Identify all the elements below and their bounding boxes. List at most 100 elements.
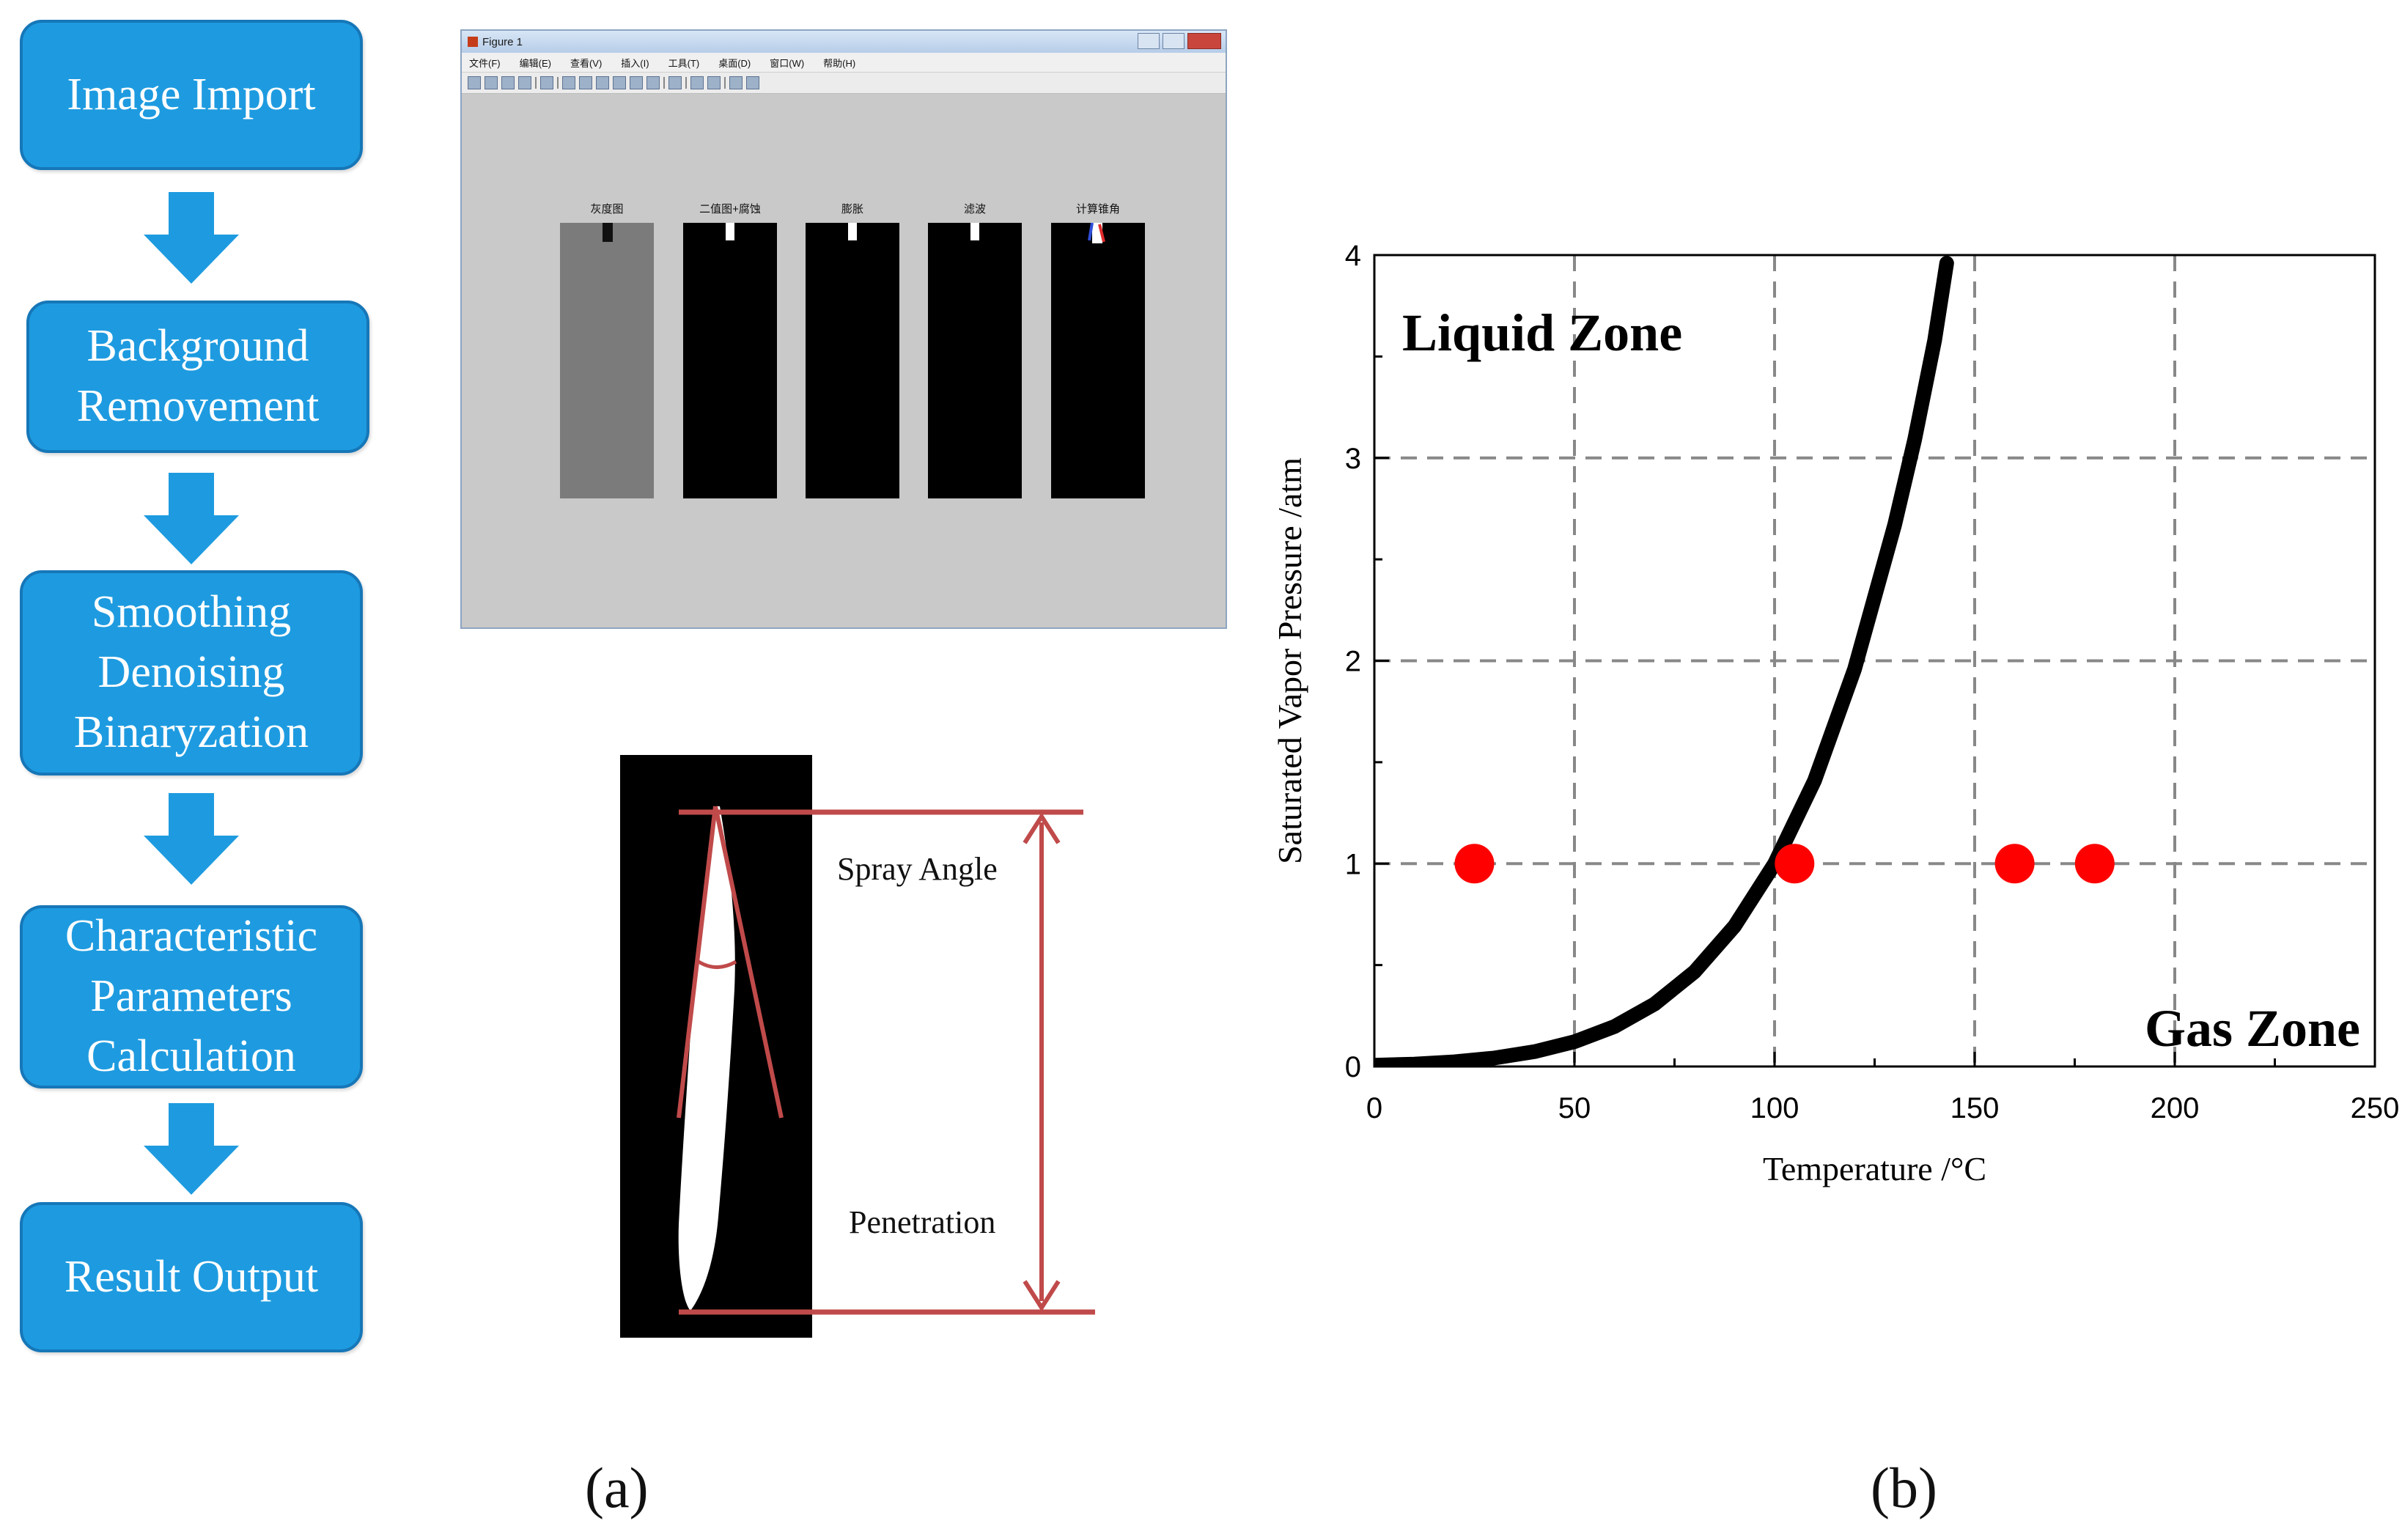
arrow-up-icon bbox=[1023, 812, 1061, 844]
subplot-title-angle: 计算锥角 bbox=[1075, 203, 1120, 215]
data-point bbox=[1775, 844, 1815, 884]
y-tick-label: 1 bbox=[1345, 848, 1361, 880]
arrow-down-icon bbox=[144, 1103, 239, 1195]
saturation-curve bbox=[1374, 256, 1954, 1066]
cone-right-line bbox=[713, 806, 784, 1119]
spray-angle-label: Spray Angle bbox=[837, 851, 998, 887]
minimize-button[interactable] bbox=[1138, 33, 1160, 49]
flow-step-label: Characteristic Parameters Calculation bbox=[65, 911, 318, 1081]
toolbar-separator bbox=[724, 77, 726, 89]
binary-image-panel bbox=[683, 223, 777, 498]
filter-image-panel bbox=[928, 223, 1022, 498]
x-tick-label: 250 bbox=[2351, 1092, 2400, 1124]
brush-icon[interactable] bbox=[646, 76, 660, 89]
window-title-bar: Figure 1 bbox=[462, 31, 1226, 53]
show-plot-tools-icon[interactable] bbox=[746, 76, 759, 89]
data-point bbox=[2074, 844, 2115, 884]
y-tick-label: 3 bbox=[1345, 443, 1361, 475]
y-tick-label: 0 bbox=[1345, 1051, 1361, 1083]
new-file-icon[interactable] bbox=[468, 76, 481, 89]
toolbar-separator bbox=[663, 77, 665, 89]
spray-measurement-diagram: Spray Angle Penetration bbox=[620, 755, 1104, 1341]
annotation-gas-zone: Gas Zone bbox=[2145, 999, 2360, 1058]
menu-bar: 文件(F) 编辑(E) 查看(V) 插入(I) 工具(T) 桌面(D) 窗口(W… bbox=[462, 53, 1226, 73]
menu-desktop[interactable]: 桌面(D) bbox=[718, 57, 751, 69]
y-tick-label: 2 bbox=[1345, 646, 1361, 678]
spray-image bbox=[603, 223, 613, 242]
annotation-liquid-zone: Liquid Zone bbox=[1402, 303, 1682, 362]
flow-step-image-import: Image Import bbox=[20, 20, 363, 170]
subplot-title-dilate: 膨胀 bbox=[841, 203, 863, 215]
subplot-title-filter: 滤波 bbox=[963, 203, 986, 215]
spray-image bbox=[848, 223, 857, 240]
arrow-down-icon bbox=[144, 793, 239, 885]
arrow-down-icon bbox=[1023, 1280, 1061, 1312]
flow-step-characteristic-parameters: Characteristic Parameters Calculation bbox=[20, 905, 363, 1088]
menu-help[interactable]: 帮助(H) bbox=[823, 57, 856, 69]
x-tick-label: 200 bbox=[2151, 1092, 2200, 1124]
matlab-figure-window: Figure 1 文件(F) 编辑(E) 查看(V) 插入(I) 工具(T) 桌… bbox=[460, 29, 1227, 629]
menu-view[interactable]: 查看(V) bbox=[570, 57, 603, 69]
dilate-image-panel bbox=[806, 223, 899, 498]
zoom-out-icon[interactable] bbox=[579, 76, 592, 89]
flow-step-background-removement: Background Removement bbox=[26, 301, 369, 453]
angle-arc bbox=[695, 958, 737, 969]
window-controls bbox=[1138, 33, 1221, 49]
close-button[interactable] bbox=[1187, 33, 1221, 49]
x-tick-label: 50 bbox=[1558, 1092, 1591, 1124]
hide-plot-tools-icon[interactable] bbox=[729, 76, 743, 89]
x-tick-label: 0 bbox=[1366, 1092, 1382, 1124]
spray-diagram-svg bbox=[620, 755, 1095, 1338]
toolbar bbox=[462, 73, 1226, 94]
flow-step-label: Smoothing Denoising Binaryzation bbox=[73, 587, 309, 757]
subplot-title-binary: 二值图+腐蚀 bbox=[699, 203, 761, 215]
open-file-icon[interactable] bbox=[485, 76, 498, 89]
spray-image bbox=[1088, 222, 1105, 243]
menu-window[interactable]: 窗口(W) bbox=[770, 57, 805, 69]
penetration-label: Penetration bbox=[849, 1204, 996, 1240]
maximize-button[interactable] bbox=[1163, 33, 1185, 49]
colorbar-icon[interactable] bbox=[690, 76, 704, 89]
zoom-in-icon[interactable] bbox=[562, 76, 575, 89]
spray-plume bbox=[678, 806, 735, 1311]
save-icon[interactable] bbox=[501, 76, 515, 89]
caption-a: (a) bbox=[585, 1456, 649, 1519]
y-axis-label: Saturated Vapor Pressure /atm bbox=[1271, 457, 1308, 864]
rotate-icon[interactable] bbox=[613, 76, 626, 89]
toolbar-separator bbox=[685, 77, 687, 89]
legend-icon[interactable] bbox=[707, 76, 721, 89]
menu-file[interactable]: 文件(F) bbox=[469, 57, 501, 69]
arrow-down-icon bbox=[144, 192, 239, 284]
arrow-down-icon bbox=[144, 473, 239, 564]
x-axis-label: Temperature /°C bbox=[1763, 1150, 1986, 1187]
gray-image-panel bbox=[560, 223, 654, 498]
data-point bbox=[1994, 844, 2035, 884]
flow-step-label: Background Removement bbox=[76, 321, 320, 431]
caption-b: (b) bbox=[1871, 1456, 1937, 1519]
flow-step-label: Result Output bbox=[64, 1251, 319, 1302]
flow-step-label: Image Import bbox=[67, 69, 316, 119]
data-cursor-icon[interactable] bbox=[630, 76, 643, 89]
flow-step-result-output: Result Output bbox=[20, 1202, 363, 1352]
y-tick-label: 4 bbox=[1345, 240, 1361, 272]
menu-insert[interactable]: 插入(I) bbox=[621, 57, 649, 69]
print-icon[interactable] bbox=[518, 76, 531, 89]
flow-step-smoothing: Smoothing Denoising Binaryzation bbox=[20, 570, 363, 775]
cone-left-line bbox=[677, 806, 718, 1119]
x-tick-label: 150 bbox=[1950, 1092, 2000, 1124]
x-tick-label: 100 bbox=[1750, 1092, 1799, 1124]
toolbar-separator bbox=[535, 77, 537, 89]
spray-image bbox=[726, 223, 734, 240]
toolbar-separator bbox=[557, 77, 559, 89]
menu-edit[interactable]: 编辑(E) bbox=[519, 57, 551, 69]
menu-tools[interactable]: 工具(T) bbox=[668, 57, 700, 69]
subplot-title-gray: 灰度图 bbox=[590, 203, 624, 215]
window-title: Figure 1 bbox=[482, 35, 523, 48]
angle-image-panel bbox=[1051, 222, 1145, 498]
pointer-icon[interactable] bbox=[540, 76, 553, 89]
spray-image bbox=[970, 223, 979, 240]
link-icon[interactable] bbox=[668, 76, 682, 89]
pan-icon[interactable] bbox=[596, 76, 609, 89]
data-point bbox=[1454, 844, 1495, 884]
